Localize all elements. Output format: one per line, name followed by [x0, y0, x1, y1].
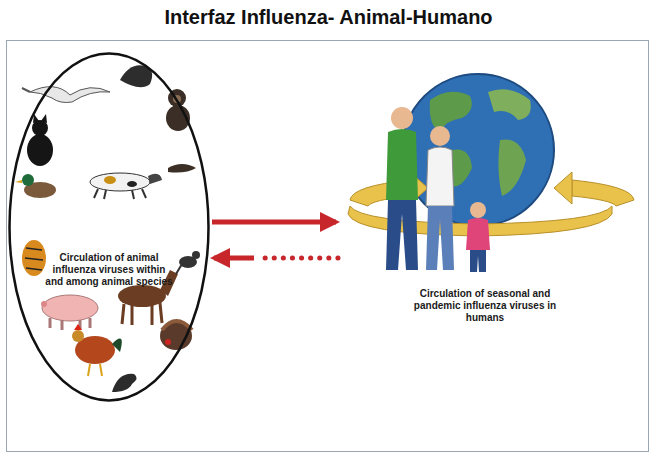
ferret	[168, 164, 196, 173]
gull	[22, 87, 110, 103]
node-text: Circulation of seasonal and pandemic inf…	[403, 288, 568, 324]
pig	[41, 295, 98, 330]
primate	[166, 89, 190, 131]
seal	[120, 65, 152, 87]
panel-frame	[6, 40, 649, 452]
ellipse-outline	[8, 52, 210, 402]
people	[386, 107, 490, 272]
dotted-arrow	[214, 258, 338, 259]
solid-arrow	[212, 222, 336, 223]
duck	[15, 174, 56, 198]
human-globe: Circulation of seasonal and pandemic inf…	[340, 70, 630, 332]
animal-ellipse: Circulation of animal influenza viruses …	[8, 52, 210, 402]
arrow-line	[212, 220, 336, 225]
arrow-shaft	[214, 256, 254, 261]
node-text: Circulation of animal influenza viruses …	[44, 252, 174, 288]
dog	[90, 173, 162, 199]
tiger	[22, 240, 46, 276]
arrow-line	[258, 256, 338, 261]
globe	[402, 74, 554, 226]
rooster	[72, 324, 122, 376]
bird	[176, 251, 200, 274]
diagram-title: Interfaz Influenza- Animal-Humano	[0, 6, 657, 29]
sea-lion	[112, 374, 137, 392]
